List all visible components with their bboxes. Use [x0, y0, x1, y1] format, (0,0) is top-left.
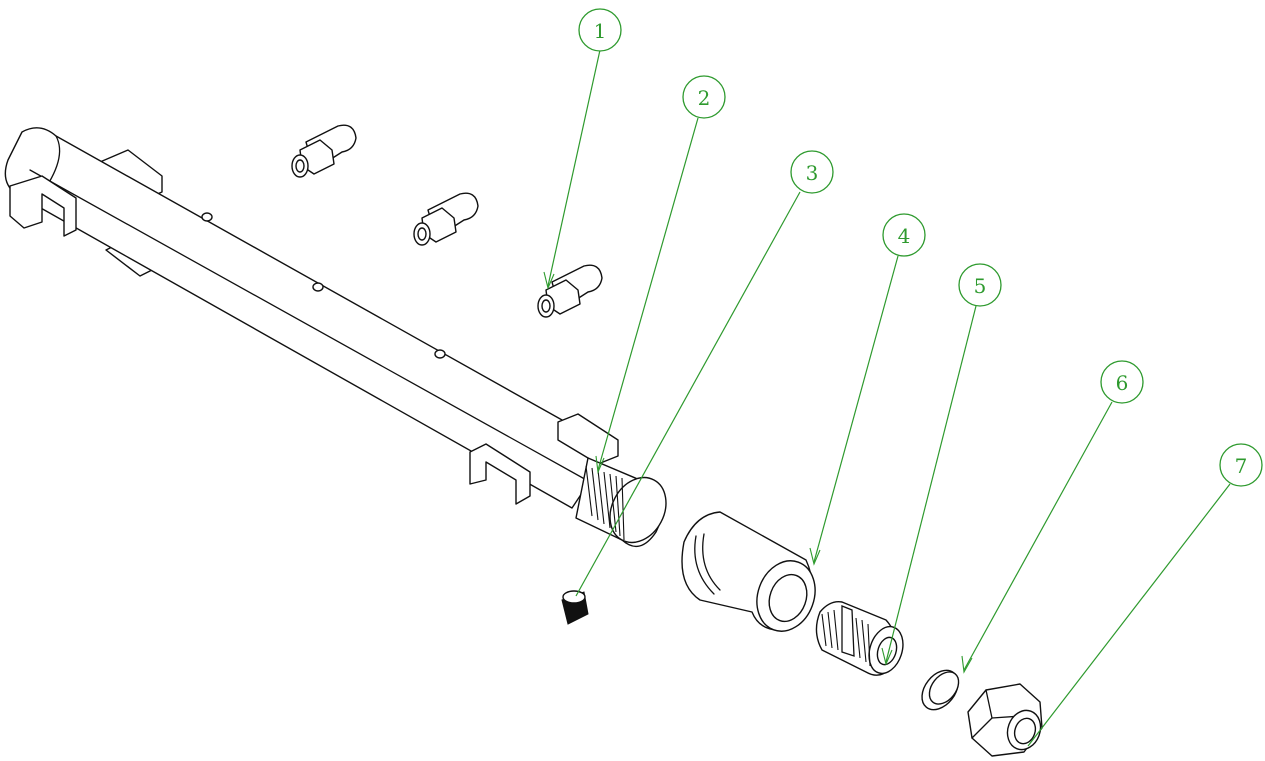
balloon-6	[1100, 360, 1144, 404]
callout-2: 2	[595, 75, 726, 475]
balloon-5	[958, 263, 1002, 307]
balloon-3	[790, 150, 834, 194]
leader-line-7	[1027, 483, 1231, 747]
manifold-pipe	[4, 127, 667, 548]
plug	[561, 590, 589, 625]
fitting-small-top	[291, 124, 357, 178]
fitting-small-bottom	[537, 264, 603, 318]
leader-line-2	[597, 117, 699, 471]
balloon-2	[682, 75, 726, 119]
balloon-7-label: 7	[1235, 454, 1248, 478]
ring	[921, 669, 960, 711]
balloon-7	[1219, 443, 1263, 487]
callout-5: 5	[881, 263, 1002, 666]
callout-1: 1	[543, 8, 622, 290]
balloon-4-label: 4	[898, 224, 911, 248]
leader-line-3	[575, 191, 801, 597]
balloon-6-label: 6	[1116, 371, 1129, 395]
leader-line-6	[963, 401, 1113, 671]
leader-line-1	[547, 49, 601, 287]
balloon-1-label: 1	[594, 19, 607, 43]
hex-nut	[967, 683, 1043, 757]
balloon-5-label: 5	[974, 274, 987, 298]
callout-4: 4	[809, 213, 926, 566]
threaded-nipple	[815, 601, 904, 676]
balloon-4	[882, 213, 926, 257]
callout-3: 3	[575, 150, 834, 597]
leader-line-5	[885, 305, 977, 663]
leader-line-4	[813, 255, 899, 563]
balloon-1	[578, 8, 622, 52]
reducer	[681, 511, 816, 632]
callout-7: 7	[1027, 443, 1263, 747]
balloon-3-label: 3	[806, 161, 819, 185]
callout-6: 6	[961, 360, 1144, 674]
fitting-small-middle	[413, 192, 479, 246]
balloon-2-label: 2	[698, 86, 711, 110]
